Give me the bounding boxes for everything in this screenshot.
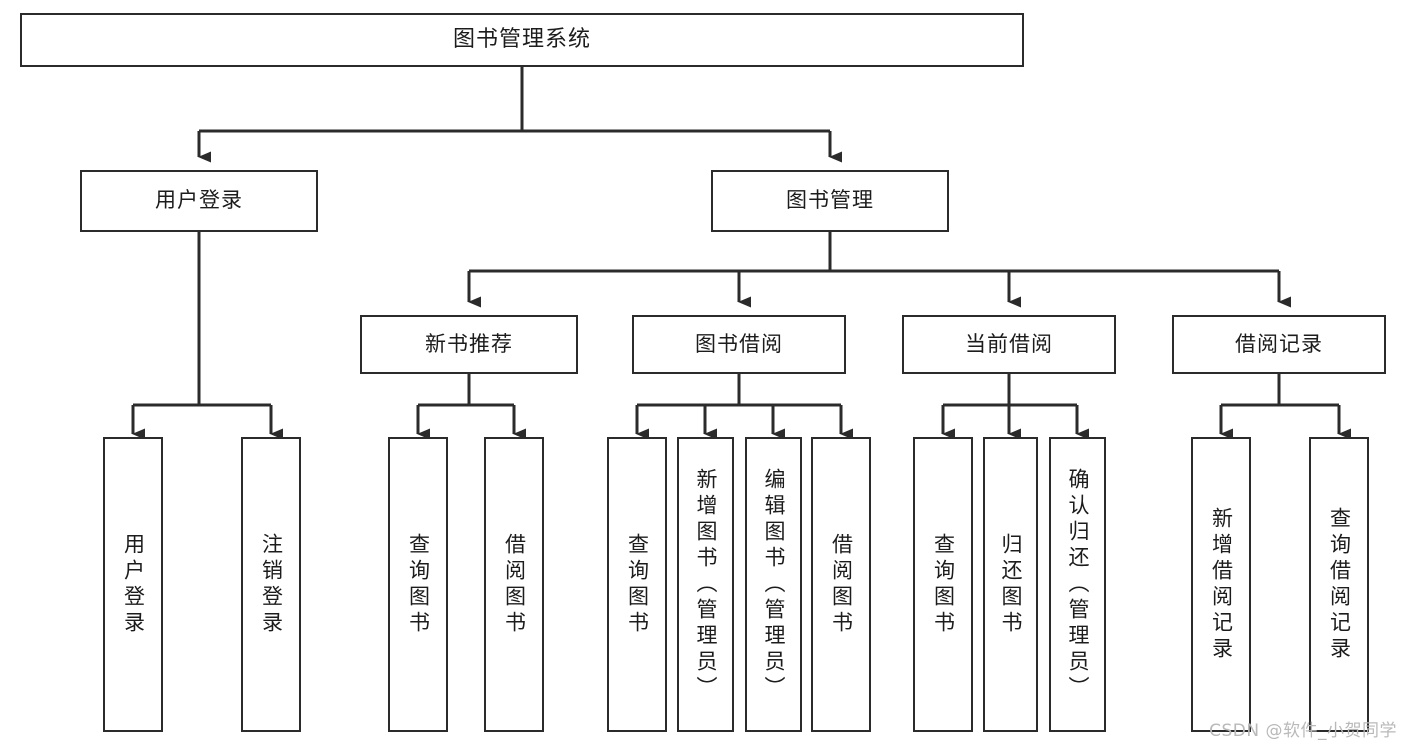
leaf-borrow-edit-book-admin[interactable]: 编辑图书（管理员） [745,437,802,732]
node-label: 图书管理系统 [452,26,591,52]
node-user-login[interactable]: 用户登录 [80,170,318,232]
leaf-record-query-record[interactable]: 查询借阅记录 [1309,437,1369,732]
node-label: 新增图书（管理员） [694,467,718,702]
node-label: 当前借阅 [965,331,1053,356]
leaf-user-login-logout[interactable]: 注销登录 [241,437,301,732]
watermark-text: CSDN @软件_小贺同学 [1209,721,1397,741]
leaf-recommend-query-book[interactable]: 查询图书 [388,437,448,732]
node-label: 归还图书 [999,532,1023,637]
node-book-management[interactable]: 图书管理 [711,170,949,232]
node-label: 借阅记录 [1235,331,1323,356]
node-root-system[interactable]: 图书管理系统 [20,13,1024,67]
node-book-borrow[interactable]: 图书借阅 [632,315,846,374]
leaf-current-return-book[interactable]: 归还图书 [983,437,1038,732]
node-label: 编辑图书（管理员） [762,467,786,702]
leaf-record-add-record[interactable]: 新增借阅记录 [1191,437,1251,732]
node-label: 图书管理 [786,188,874,213]
node-label: 新增借阅记录 [1209,506,1234,663]
leaf-current-query-book[interactable]: 查询图书 [913,437,973,732]
node-label: 用户登录 [155,188,243,213]
leaf-current-confirm-return-admin[interactable]: 确认归还（管理员） [1049,437,1106,732]
leaf-user-login-login[interactable]: 用户登录 [103,437,163,732]
node-new-book-recommend[interactable]: 新书推荐 [360,315,578,374]
node-label: 图书借阅 [695,331,783,356]
leaf-recommend-borrow-book[interactable]: 借阅图书 [484,437,544,732]
node-label: 确认归还（管理员） [1066,467,1090,702]
node-label: 新书推荐 [425,331,513,356]
leaf-borrow-query-book[interactable]: 查询图书 [607,437,667,732]
node-label: 查询图书 [931,532,956,637]
leaf-borrow-add-book-admin[interactable]: 新增图书（管理员） [677,437,734,732]
node-label: 注销登录 [259,532,284,637]
node-label: 借阅图书 [502,532,527,637]
node-label: 查询借阅记录 [1327,506,1352,663]
node-label: 查询图书 [625,532,650,637]
node-label: 查询图书 [406,532,431,637]
node-borrow-record[interactable]: 借阅记录 [1172,315,1386,374]
node-label: 借阅图书 [829,532,854,637]
node-current-borrow[interactable]: 当前借阅 [902,315,1116,374]
node-label: 用户登录 [121,532,146,637]
leaf-borrow-borrow-book[interactable]: 借阅图书 [811,437,871,732]
